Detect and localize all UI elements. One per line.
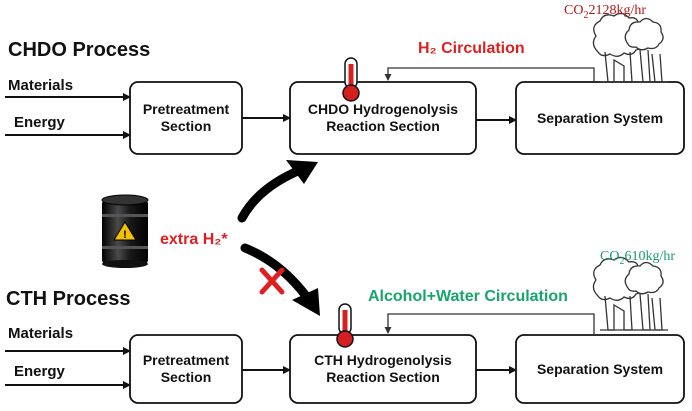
top-co2-sub: 2 [583, 9, 589, 21]
top-co2-value: 2128kg/hr [588, 3, 647, 18]
thermometer-icon [336, 303, 354, 348]
alcohol-water-circulation-label: Alcohol+Water Circulation [368, 288, 568, 305]
top-reaction-line2: Reaction Section [326, 118, 440, 134]
bottom-co2-sub: 2 [619, 255, 625, 267]
cth-process-title: CTH Process [6, 288, 131, 310]
bottom-co2-value: 610kg/hr [624, 249, 676, 264]
top-reaction-box [289, 81, 477, 155]
top-reaction-line1: CHDO Hydrogenolysis [307, 101, 459, 118]
extra-h2-up-arrow [237, 160, 318, 223]
top-energy-label: Energy [14, 114, 65, 131]
top-pretreatment-line2: Section [160, 118, 212, 134]
extra-h2-down-arrow [240, 243, 320, 316]
top-co2-emission: CO22128kg/hr [564, 4, 646, 21]
bottom-reaction-line2: Reaction Section [326, 369, 440, 385]
chdo-process-title: CHDO Process [8, 39, 151, 61]
top-circulation-line [384, 67, 595, 82]
top-materials-label: Materials [8, 77, 74, 94]
factory-smokestack-icon [592, 256, 668, 331]
top-pretreatment-line1: Pretreatment [142, 101, 230, 118]
bottom-energy-label: Energy [14, 363, 65, 380]
bottom-reaction-line1: CTH Hydrogenolysis [314, 352, 452, 369]
bottom-co2-prefix: CO [600, 249, 620, 264]
h2-circulation-label: H₂ Circulation [418, 40, 525, 57]
top-separation-label: Separation System [536, 109, 664, 126]
thermometer-icon [342, 57, 360, 102]
bottom-separation-label: Separation System [536, 360, 664, 377]
cross-mark-icon [259, 267, 285, 295]
bottom-materials-label: Materials [8, 325, 74, 342]
bottom-pretreatment-line1: Pretreatment [142, 352, 230, 369]
extra-h2-label: extra H₂* [160, 231, 228, 248]
bottom-separation-box [515, 334, 685, 404]
bottom-input-arrows [5, 347, 131, 389]
bottom-circulation-line [384, 313, 595, 335]
bottom-co2-emission: CO2610kg/hr [600, 250, 675, 267]
oil-barrel-icon: ! [101, 194, 149, 268]
svg-text:!: ! [123, 229, 127, 241]
top-co2-prefix: CO [564, 3, 584, 18]
top-input-arrows [5, 93, 131, 139]
warning-triangle-icon: ! [113, 221, 137, 241]
bottom-pretreatment-line2: Section [160, 369, 212, 385]
factory-smokestack-icon [592, 12, 668, 83]
